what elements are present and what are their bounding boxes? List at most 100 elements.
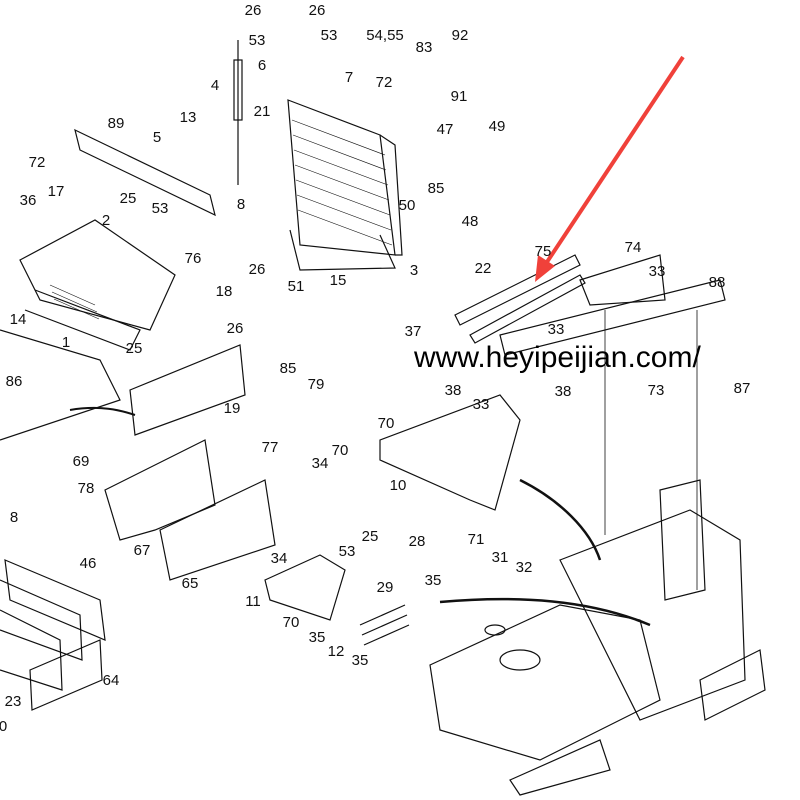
part-callout: 91 — [451, 88, 468, 105]
part-callout: 29 — [377, 579, 394, 596]
part-callout: 36 — [20, 192, 37, 209]
part-callout: 21 — [254, 103, 271, 120]
part-callout: 35 — [425, 572, 442, 589]
part-callout: 53 — [321, 27, 338, 44]
part-callout: 33 — [473, 396, 490, 413]
part-callout: 87 — [734, 380, 751, 397]
part-callout: 64 — [103, 672, 120, 689]
part-callout: 26 — [309, 2, 326, 19]
part-callout: 3 — [410, 262, 418, 279]
part-callout: 15 — [330, 272, 347, 289]
part-callout: 1 — [62, 334, 70, 351]
part-callout: 86 — [6, 373, 23, 390]
part-callout: 38 — [555, 383, 572, 400]
arm — [379, 394, 521, 511]
part-callout: 33 — [649, 263, 666, 280]
part-callout: 74 — [625, 239, 642, 256]
watermark: www.heyipeijian.com/ — [414, 341, 701, 374]
radiator-grille — [287, 99, 403, 271]
part-callout: 76 — [185, 250, 202, 267]
part-callout: 6 — [258, 57, 266, 74]
part-callout: 37 — [405, 323, 422, 340]
part-callout: 70 — [378, 415, 395, 432]
bracket — [579, 254, 666, 306]
part-callout: 34 — [271, 550, 288, 567]
part-callout: 85 — [428, 180, 445, 197]
part-callout: 38 — [445, 382, 462, 399]
part-callout: 35 — [309, 629, 326, 646]
part-callout: 49 — [489, 118, 506, 135]
part-callout: 18 — [216, 283, 233, 300]
part-callout: 19 — [224, 400, 241, 417]
part-callout: 53 — [152, 200, 169, 217]
part-callout: 70 — [332, 442, 349, 459]
part-callout: 28 — [409, 533, 426, 550]
part-callout: 4 — [211, 77, 219, 94]
part-callout: 25 — [362, 528, 379, 545]
part-callout: 46 — [80, 555, 97, 572]
machine-assembly — [429, 479, 766, 796]
part-callout: 12 — [328, 643, 345, 660]
panel-stack — [0, 559, 106, 711]
part-callout: 11 — [245, 593, 261, 610]
part-callout: 7 — [345, 69, 353, 86]
part-callout: 0 — [0, 718, 7, 735]
part-callout: 33 — [548, 321, 565, 338]
part-callout: 2 — [102, 212, 110, 229]
part-callout: 89 — [108, 115, 125, 132]
part-callout: 25 — [126, 340, 143, 357]
part-callout: 48 — [462, 213, 479, 230]
curved-arrow — [439, 597, 651, 627]
part-callout: 23 — [5, 693, 22, 710]
part-callout: 67 — [134, 542, 151, 559]
gas-spring — [233, 40, 243, 185]
part-callout: 73 — [648, 382, 665, 399]
part-callout: 13 — [180, 109, 197, 126]
part-callout: 35 — [352, 652, 369, 669]
body-frame — [0, 329, 121, 441]
part-callout: 14 — [10, 311, 27, 328]
curved-arrow — [519, 478, 602, 561]
part-callout: 51 — [288, 278, 305, 295]
part-callout: 69 — [73, 453, 90, 470]
frame-rail — [499, 279, 726, 356]
hood-panel — [19, 219, 176, 351]
plate — [104, 439, 216, 541]
part-callout: 26 — [249, 261, 266, 278]
part-callout: 71 — [468, 531, 485, 548]
part-callout: 53 — [249, 32, 266, 49]
part-callout: 77 — [262, 439, 279, 456]
beam — [74, 128, 216, 217]
part-callout: 31 — [492, 549, 509, 566]
part-callout: 72 — [376, 74, 393, 91]
linkage — [264, 554, 346, 621]
part-callout: 17 — [48, 183, 65, 200]
curved-arrow — [69, 406, 136, 416]
part-callout: 65 — [182, 575, 199, 592]
part-callout: 70 — [283, 614, 300, 631]
part-callout: 83 — [416, 39, 433, 56]
hydraulic-cylinders — [454, 254, 586, 344]
red-pointer-arrow — [535, 55, 685, 282]
part-callout: 26 — [245, 2, 262, 19]
side-panel — [129, 344, 246, 436]
part-callout: 54,55 — [366, 27, 404, 44]
part-callout: 5 — [153, 129, 161, 146]
part-callout: 88 — [709, 274, 726, 291]
part-callout: 79 — [308, 376, 325, 393]
part-callout: 22 — [475, 260, 492, 277]
part-callout: 34 — [312, 455, 329, 472]
part-callout: 85 — [280, 360, 297, 377]
part-callout: 78 — [78, 480, 95, 497]
spring — [359, 604, 410, 646]
part-callout: 32 — [516, 559, 533, 576]
part-callout: 50 — [399, 197, 416, 214]
plate-65 — [159, 479, 276, 581]
part-callout: 26 — [227, 320, 244, 337]
part-callout: 92 — [452, 27, 469, 44]
part-callout: 47 — [437, 121, 454, 138]
part-callout: 72 — [29, 154, 46, 171]
part-callout: 8 — [10, 509, 18, 526]
